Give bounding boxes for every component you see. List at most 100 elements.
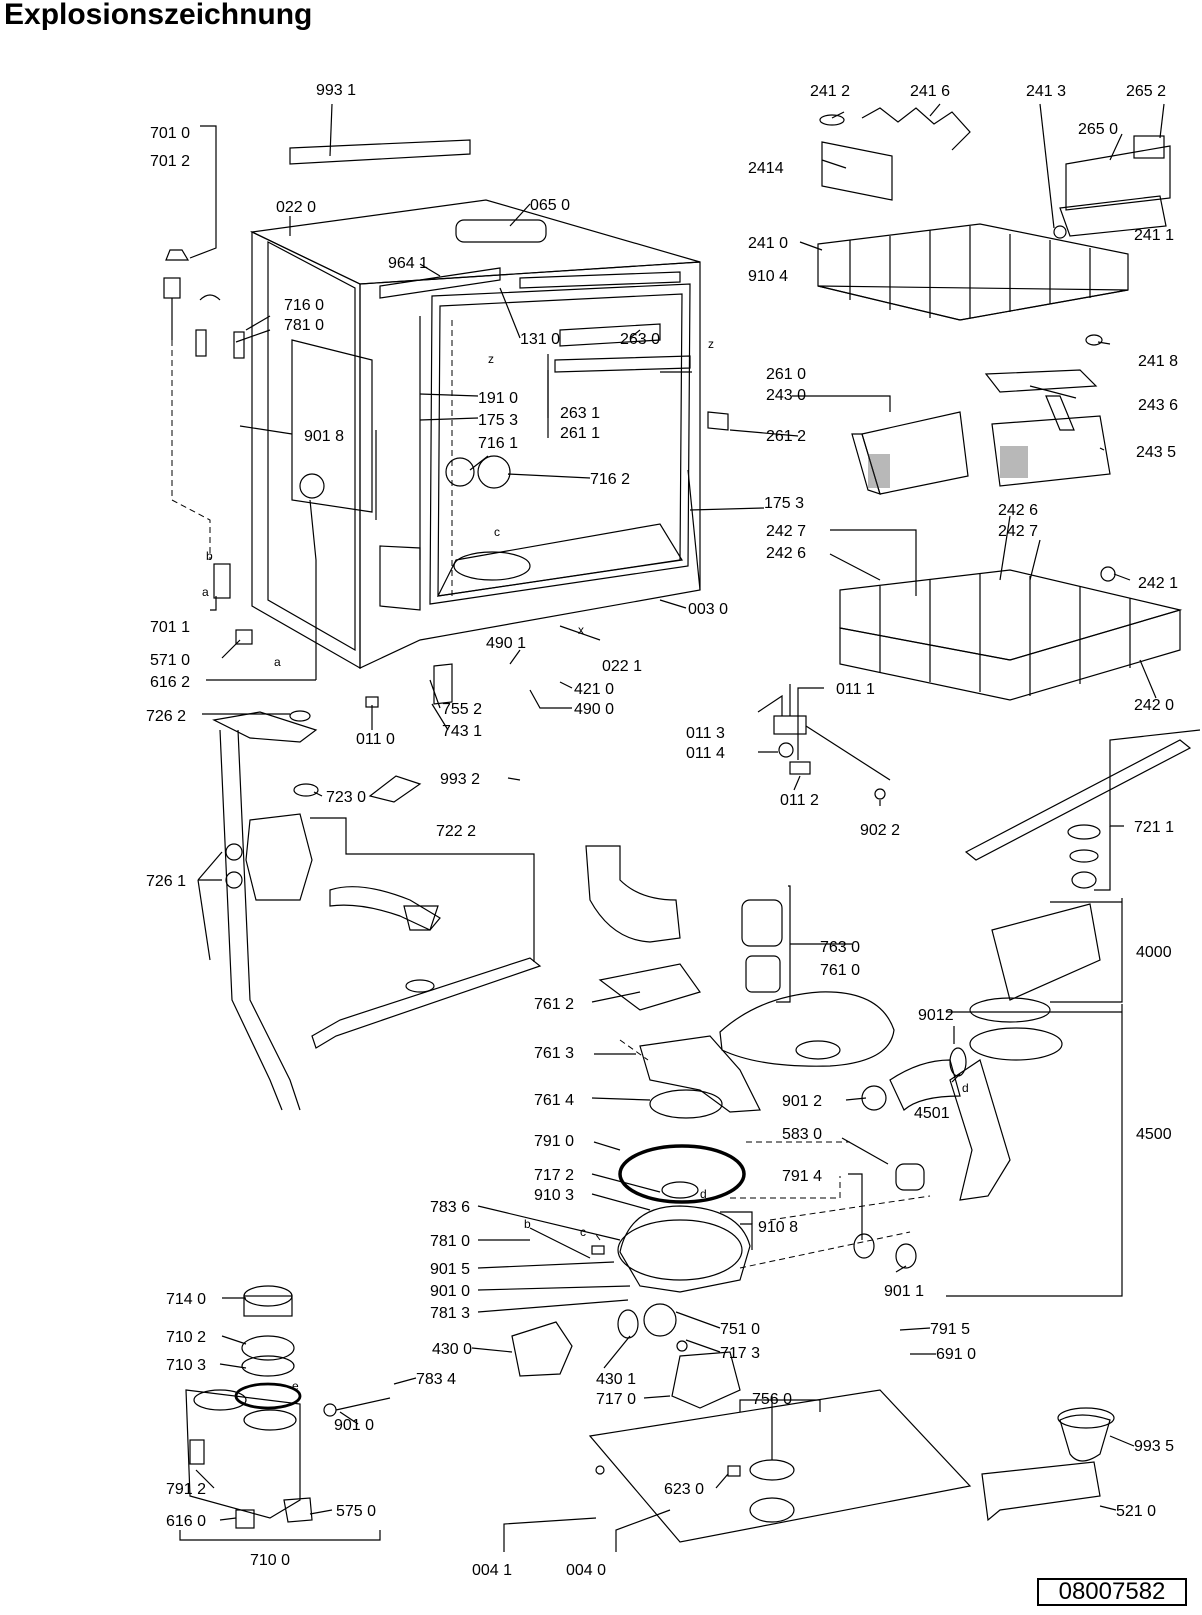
label-0110: 011 0 bbox=[356, 731, 395, 748]
door-hinge bbox=[379, 545, 421, 611]
cutlery-baskets bbox=[851, 369, 1111, 495]
label-2426b: 242 6 bbox=[766, 545, 806, 562]
label-2414: 2414 bbox=[748, 160, 784, 177]
label-2421: 242 1 bbox=[1138, 575, 1178, 592]
label-2413: 241 3 bbox=[1026, 83, 1066, 100]
label-2611: 261 1 bbox=[560, 425, 600, 442]
label-7102: 710 2 bbox=[166, 1329, 206, 1346]
water-softener bbox=[185, 1285, 391, 1529]
label-7160: 716 0 bbox=[284, 297, 324, 314]
letter-z2: z bbox=[708, 337, 714, 351]
label-9012b: 901 2 bbox=[782, 1093, 822, 1110]
label-4000: 4000 bbox=[1136, 944, 1172, 961]
label-0030: 003 0 bbox=[688, 601, 728, 618]
label-2612: 261 2 bbox=[766, 428, 806, 445]
sump-housing bbox=[619, 1205, 751, 1293]
label-7810b: 781 0 bbox=[430, 1233, 470, 1250]
label-5710: 571 0 bbox=[150, 652, 190, 669]
connector-pipe bbox=[585, 845, 681, 943]
lower-spray-arm bbox=[311, 957, 542, 1049]
label-2410: 241 0 bbox=[748, 235, 788, 252]
sump-bracket bbox=[639, 1035, 761, 1113]
label-9104: 910 4 bbox=[748, 268, 788, 285]
hose-4501 bbox=[889, 1059, 961, 1111]
label-7211: 721 1 bbox=[1134, 819, 1174, 836]
label-0040: 004 0 bbox=[566, 1562, 606, 1579]
label-4301: 430 1 bbox=[596, 1371, 636, 1388]
label-9010a: 901 0 bbox=[430, 1283, 470, 1300]
lower-basket bbox=[839, 566, 1183, 701]
label-1753a: 175 3 bbox=[478, 412, 518, 429]
letter-b1: b bbox=[206, 549, 213, 563]
label-2650: 265 0 bbox=[1078, 121, 1118, 138]
base-plate-outline bbox=[588, 1389, 972, 1543]
top-cover bbox=[455, 219, 547, 243]
detergent-dispenser bbox=[981, 1461, 1101, 1522]
leveller bbox=[773, 715, 807, 735]
label-9012a: 9012 bbox=[918, 1007, 954, 1024]
heater-pump bbox=[671, 1351, 741, 1409]
fine-filter-plate bbox=[719, 991, 895, 1067]
leader-lines bbox=[179, 103, 1201, 1552]
circulation-pump-housing bbox=[991, 903, 1101, 1001]
letter-d1: d bbox=[700, 1187, 707, 1201]
label-7262: 726 2 bbox=[146, 708, 186, 725]
label-2416: 241 6 bbox=[910, 83, 950, 100]
label-9935: 993 5 bbox=[1134, 1438, 1174, 1455]
label-7912: 791 2 bbox=[166, 1481, 206, 1498]
label-2427a: 242 7 bbox=[998, 523, 1038, 540]
label-6230: 623 0 bbox=[664, 1481, 704, 1498]
label-7610: 761 0 bbox=[820, 962, 860, 979]
label-7103: 710 3 bbox=[166, 1357, 206, 1374]
label-7173: 717 3 bbox=[720, 1345, 760, 1362]
funnel bbox=[1059, 1414, 1111, 1462]
upper-basket bbox=[817, 107, 1171, 346]
letter-b2: b bbox=[524, 1217, 531, 1231]
label-7836: 783 6 bbox=[430, 1199, 470, 1216]
label-7612: 761 2 bbox=[534, 996, 574, 1013]
label-4501: 4501 bbox=[914, 1105, 950, 1122]
label-5210: 521 0 bbox=[1116, 1503, 1156, 1520]
cutlery-basket-large bbox=[991, 415, 1111, 487]
label-1310: 131 0 bbox=[520, 331, 560, 348]
label-7011: 701 1 bbox=[150, 619, 190, 636]
label-2427b: 242 7 bbox=[766, 523, 806, 540]
label-0111: 011 1 bbox=[836, 681, 875, 698]
upper-spray-arm-tube bbox=[329, 886, 441, 931]
valve-block bbox=[245, 813, 313, 901]
label-0041: 004 1 bbox=[472, 1562, 512, 1579]
sump-seal bbox=[618, 1144, 746, 1204]
label-7614: 761 4 bbox=[534, 1092, 574, 1109]
label-7140: 714 0 bbox=[166, 1291, 206, 1308]
coarse-filter bbox=[741, 899, 783, 947]
label-7914: 791 4 bbox=[782, 1168, 822, 1185]
label-7630: 763 0 bbox=[820, 939, 860, 956]
label-2418: 241 8 bbox=[1138, 353, 1178, 370]
label-4500: 4500 bbox=[1136, 1126, 1172, 1143]
label-2610: 261 0 bbox=[766, 366, 806, 383]
letter-c1: c bbox=[494, 525, 500, 539]
label-7100: 710 0 bbox=[250, 1552, 290, 1569]
label-2430: 243 0 bbox=[766, 387, 806, 404]
label-2435: 243 5 bbox=[1136, 444, 1176, 461]
tub-cabinet bbox=[249, 139, 729, 803]
rail-263 bbox=[559, 323, 661, 347]
label-9932: 993 2 bbox=[440, 771, 480, 788]
heater-plate bbox=[291, 339, 373, 513]
micro-filter bbox=[745, 955, 781, 993]
letter-c2: c bbox=[580, 1225, 586, 1239]
label-6162: 616 2 bbox=[150, 674, 190, 691]
label-2631: 263 1 bbox=[560, 405, 600, 422]
cup-rack bbox=[821, 141, 893, 201]
label-2412: 241 2 bbox=[810, 83, 850, 100]
label-4210: 421 0 bbox=[574, 681, 614, 698]
label-9103: 910 3 bbox=[534, 1187, 574, 1204]
label-7230: 723 0 bbox=[326, 789, 366, 806]
label-9015: 901 5 bbox=[430, 1261, 470, 1278]
label-7261: 726 1 bbox=[146, 873, 186, 890]
filter-sump bbox=[511, 845, 1101, 1409]
left-parts bbox=[163, 249, 542, 1111]
label-6910: 691 0 bbox=[936, 1346, 976, 1363]
label-9108: 910 8 bbox=[758, 1219, 798, 1236]
